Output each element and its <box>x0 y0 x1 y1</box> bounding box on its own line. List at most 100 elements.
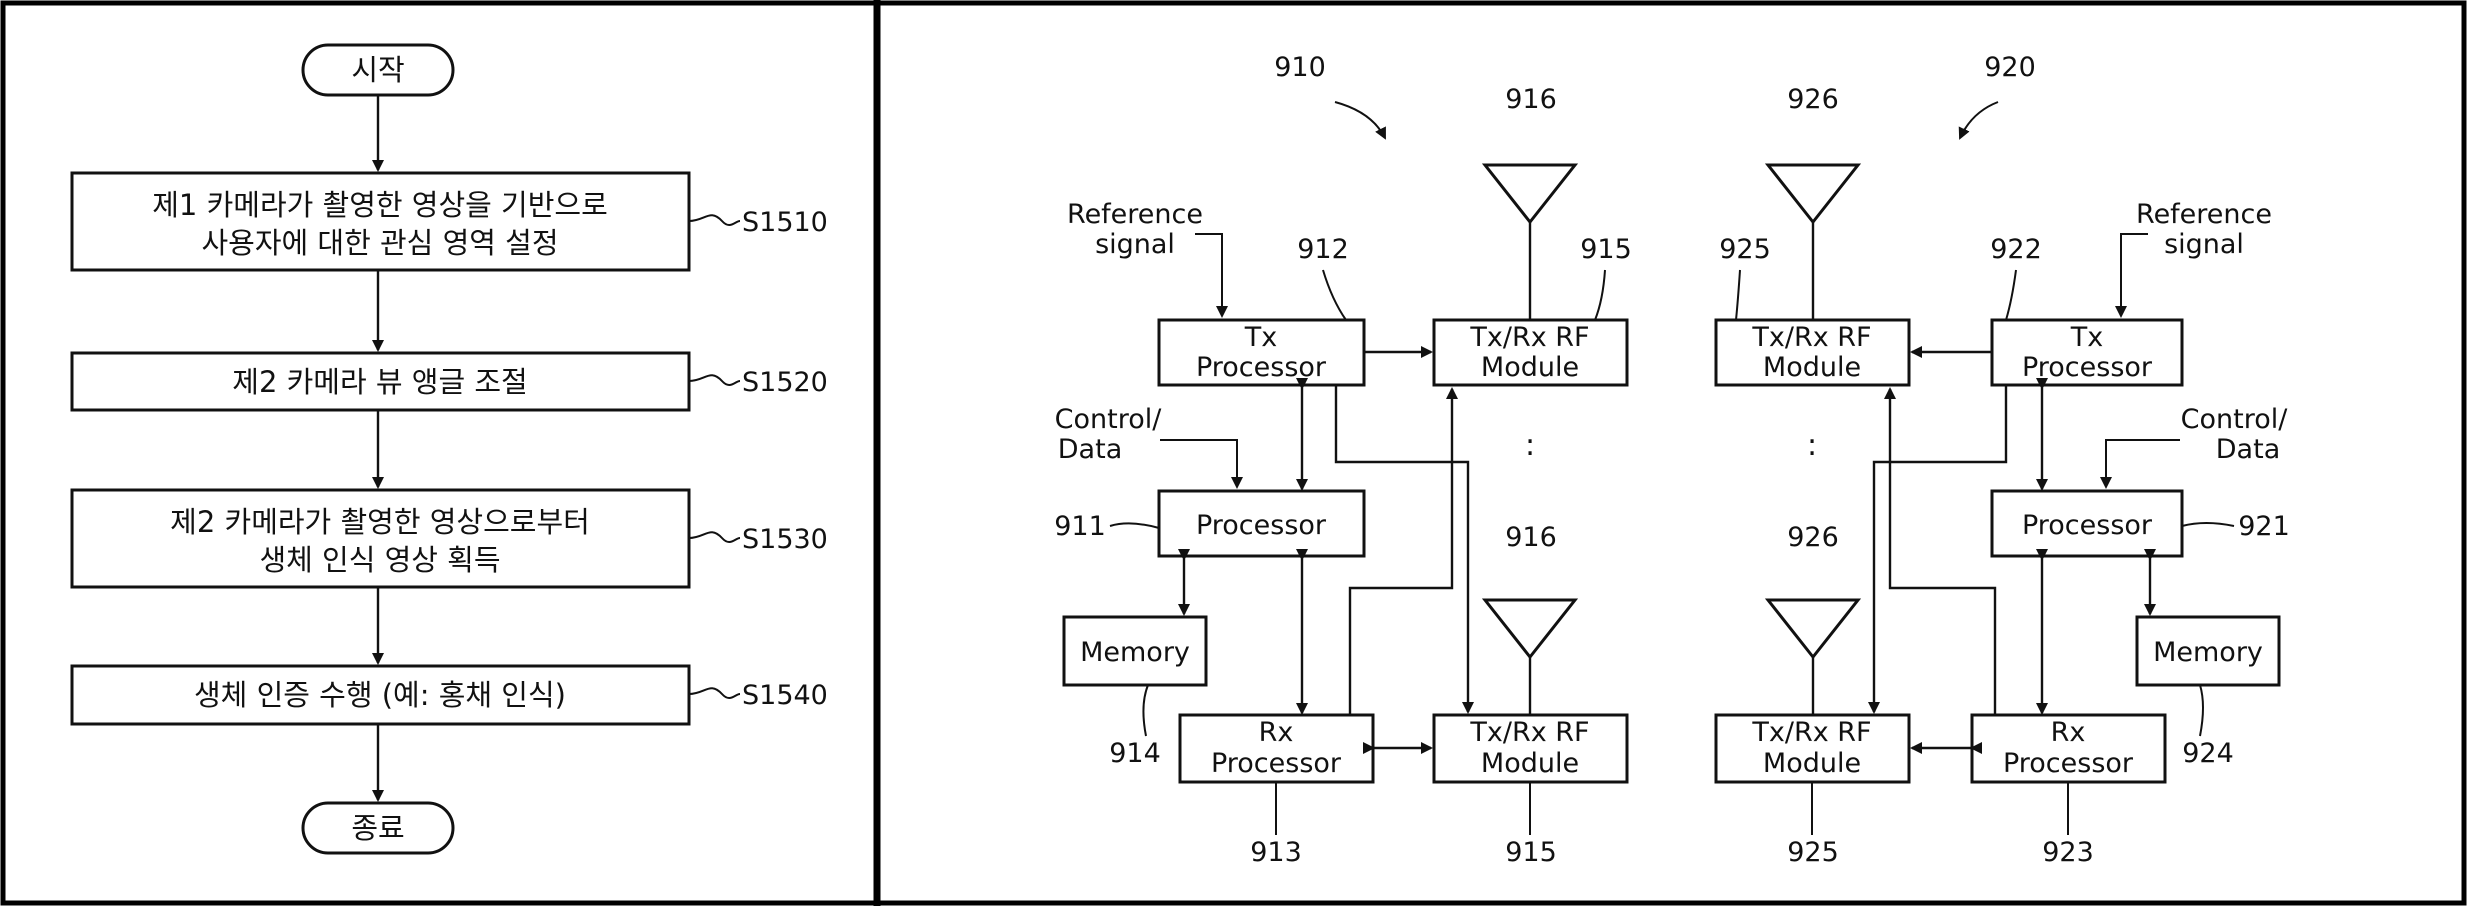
device-920-pointer <box>1958 101 1999 140</box>
leader-914 <box>1142 684 1149 737</box>
memory-924 <box>2135 615 2281 687</box>
device-920-id: 920 <box>1984 52 2036 83</box>
rf-ellipsis-right: : <box>1807 428 1817 463</box>
step-s1510-line-1: 제1 카메라가 촬영한 영상을 기반으로 <box>152 188 608 222</box>
processor-921-id: 921 <box>2238 511 2290 542</box>
leader-912 <box>1322 269 1347 321</box>
step-s1540-line-1: 생체 인증 수행 (예: 홍채 인식) <box>194 678 566 712</box>
flowchart: 시작 제1 카메라가 촬영한 영상을 기반으로 사용자에 대한 관심 영역 설정… <box>70 43 828 855</box>
rf-ellipsis-left: : <box>1525 428 1535 463</box>
tx-processor-912-line-2: Processor <box>1196 352 1327 383</box>
step-s1540 <box>70 664 691 726</box>
rx-processor-923-line-1: Rx <box>2051 717 2086 748</box>
processor-911-id: 911 <box>1054 511 1106 542</box>
memory-924-label: Memory <box>2153 637 2263 668</box>
rf-module-915-top-line-1: Tx/Rx RF <box>1469 322 1589 353</box>
control-data-right-line-2: Data <box>2216 434 2280 465</box>
rx-processor-923-id: 923 <box>2042 837 2094 868</box>
start-label: 시작 <box>351 53 404 87</box>
leader-922 <box>2005 269 2017 321</box>
control-data-left-line-2: Data <box>1058 434 1122 465</box>
rf-module-915-bottom-id: 915 <box>1505 837 1557 868</box>
rx-processor-923-line-2: Processor <box>2003 748 2134 779</box>
antenna-916-bottom-id: 916 <box>1505 522 1557 553</box>
tx-processor-922-id: 922 <box>1990 234 2042 265</box>
wire-912-to-915-bottom <box>1334 385 1474 714</box>
rx-processor-913-line-1: Rx <box>1259 717 1294 748</box>
block-diagram: 910 916 916 Tx Processor Tx/Rx RF Module… <box>1054 52 2290 868</box>
memory-914-label: Memory <box>1080 637 1190 668</box>
step-s1530-line-1: 제2 카메라가 촬영한 영상으로부터 <box>170 505 590 539</box>
tx-processor-912-id: 912 <box>1297 234 1349 265</box>
leader-924 <box>2199 684 2204 737</box>
antenna-916-bottom-icon <box>1481 598 1579 660</box>
rf-module-915-bottom-line-2: Module <box>1481 748 1579 779</box>
reference-signal-left-line-1: Reference <box>1067 199 1203 230</box>
processor-911-label: Processor <box>1196 510 1327 541</box>
rf-module-925-bottom-line-2: Module <box>1763 748 1861 779</box>
control-data-left-arrow <box>1160 439 1243 489</box>
wire-923-to-925-top <box>1884 387 1997 715</box>
step-s1510 <box>70 171 691 272</box>
tx-processor-912 <box>1157 318 1366 387</box>
wire-913-to-915-top <box>1348 387 1458 715</box>
rf-module-925-bottom-id: 925 <box>1787 837 1839 868</box>
processor-921-label: Processor <box>2022 510 2153 541</box>
wire-922-to-925-bottom <box>1868 385 2008 714</box>
tx-processor-922-line-2: Processor <box>2022 352 2153 383</box>
rf-module-925-top-id: 925 <box>1719 234 1771 265</box>
reference-signal-right-arrow <box>2115 233 2148 318</box>
rf-module-915-top-id: 915 <box>1580 234 1632 265</box>
control-data-right-arrow <box>2100 439 2180 489</box>
processor-911 <box>1157 489 1366 558</box>
memory-924-id: 924 <box>2182 738 2234 769</box>
step-s1540-id: S1540 <box>742 680 828 711</box>
leader-s1540 <box>688 687 741 699</box>
rf-module-915-bottom <box>1432 713 1629 784</box>
leader-s1520 <box>688 374 741 386</box>
antenna-926-bottom-icon <box>1764 598 1862 660</box>
antenna-916-top-icon <box>1481 163 1579 225</box>
rf-module-915-top <box>1432 318 1629 387</box>
reference-signal-left-line-2: signal <box>1095 229 1175 260</box>
reference-signal-right-line-1: Reference <box>2136 199 2272 230</box>
rf-module-925-bottom <box>1714 713 1911 784</box>
reference-signal-left-arrow <box>1195 233 1228 318</box>
antenna-916-top-id: 916 <box>1505 84 1557 115</box>
step-s1530-line-2: 생체 인식 영상 획득 <box>259 543 500 577</box>
leader-911 <box>1109 522 1160 529</box>
leader-921 <box>2181 522 2235 527</box>
rf-module-925-top-line-2: Module <box>1763 352 1861 383</box>
antenna-926-top-id: 926 <box>1787 84 1839 115</box>
rf-module-925-top-line-1: Tx/Rx RF <box>1751 322 1871 353</box>
control-data-right-line-1: Control/ <box>2181 404 2289 435</box>
control-data-left-line-1: Control/ <box>1055 404 1163 435</box>
device-910-pointer <box>1334 101 1386 140</box>
rx-processor-913-id: 913 <box>1250 837 1302 868</box>
step-s1520 <box>70 351 691 412</box>
tx-processor-912-line-1: Tx <box>1244 322 1277 353</box>
memory-914-id: 914 <box>1109 738 1161 769</box>
step-s1510-line-2: 사용자에 대한 관심 영역 설정 <box>201 226 558 260</box>
device-910-id: 910 <box>1274 52 1326 83</box>
step-s1520-id: S1520 <box>742 367 828 398</box>
end-label: 종료 <box>351 811 404 845</box>
rf-module-925-bottom-line-1: Tx/Rx RF <box>1751 717 1871 748</box>
antenna-926-bottom-id: 926 <box>1787 522 1839 553</box>
end-terminal <box>301 801 455 855</box>
rx-processor-913-line-2: Processor <box>1211 748 1342 779</box>
leader-925-top <box>1735 269 1741 321</box>
step-s1510-id: S1510 <box>742 207 828 238</box>
antenna-926-top-icon <box>1764 163 1862 225</box>
leader-s1510 <box>688 214 741 226</box>
processor-921 <box>1990 489 2184 558</box>
reference-signal-right-line-2: signal <box>2164 229 2244 260</box>
leader-915-top <box>1594 269 1606 321</box>
leader-s1530 <box>688 531 741 543</box>
step-s1520-line-1: 제2 카메라 뷰 앵글 조절 <box>232 365 527 399</box>
rf-module-925-top <box>1714 318 1911 387</box>
memory-914 <box>1062 615 1208 687</box>
